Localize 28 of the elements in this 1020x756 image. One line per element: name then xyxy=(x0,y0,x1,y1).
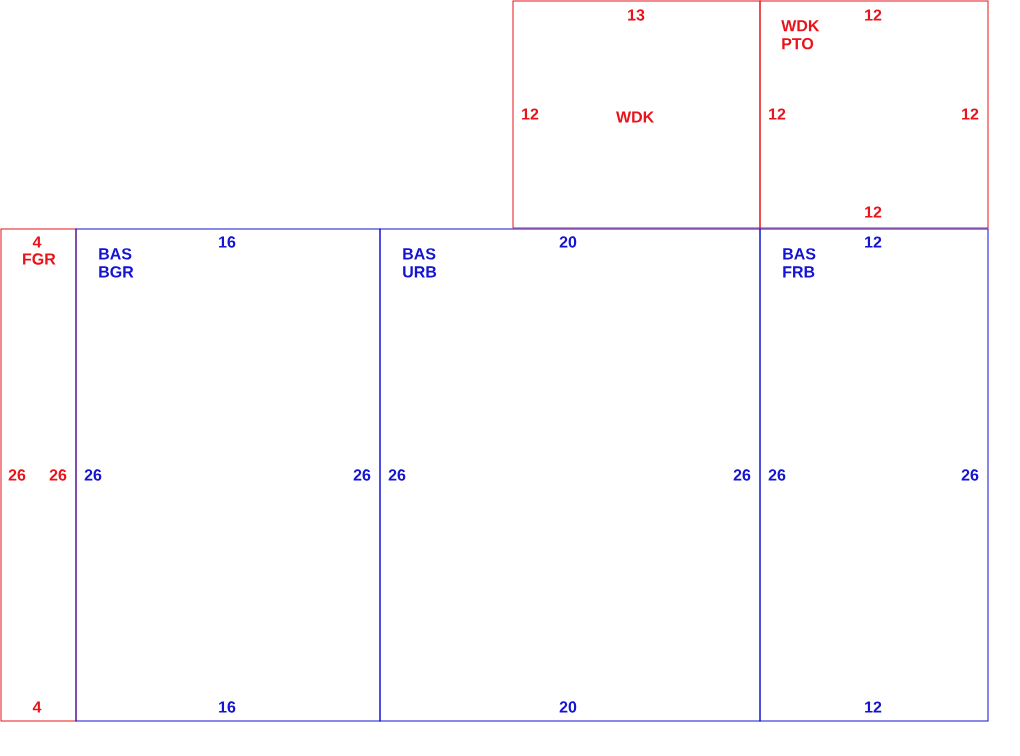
dimension-label: 12 xyxy=(769,108,786,120)
dimension-label: 4 xyxy=(32,701,42,713)
region-label: BAS FRB xyxy=(783,248,816,278)
dimension-label: 26 xyxy=(353,469,371,481)
region-label: BAS URB xyxy=(403,248,437,278)
dimension-label: 26 xyxy=(49,469,67,481)
dimension-label: 16 xyxy=(219,236,236,248)
dimension-label: 26 xyxy=(8,469,26,481)
dimension-label: 12 xyxy=(865,701,882,713)
dimension-label: 13 xyxy=(628,9,645,21)
dimension-label: 12 xyxy=(522,108,539,120)
dimension-label: 16 xyxy=(219,701,236,713)
dimension-label: 20 xyxy=(559,701,577,713)
dimension-label: 20 xyxy=(559,236,577,248)
region-label: WDK PTO xyxy=(781,20,820,50)
dimension-label: 26 xyxy=(388,469,406,481)
dimension-label: 12 xyxy=(865,9,882,21)
region-label: WDK xyxy=(616,111,655,123)
dimension-label: 12 xyxy=(865,236,882,248)
dimension-label: 26 xyxy=(733,469,751,481)
dimension-label: 4 xyxy=(32,236,42,248)
dimension-label: 26 xyxy=(84,469,102,481)
region-label: BAS BGR xyxy=(99,248,134,278)
dimension-label: 26 xyxy=(768,469,786,481)
dimension-label: 12 xyxy=(865,206,882,218)
region-label: FGR xyxy=(23,253,56,265)
dimension-label: 26 xyxy=(961,469,979,481)
dimension-label: 12 xyxy=(962,108,979,120)
